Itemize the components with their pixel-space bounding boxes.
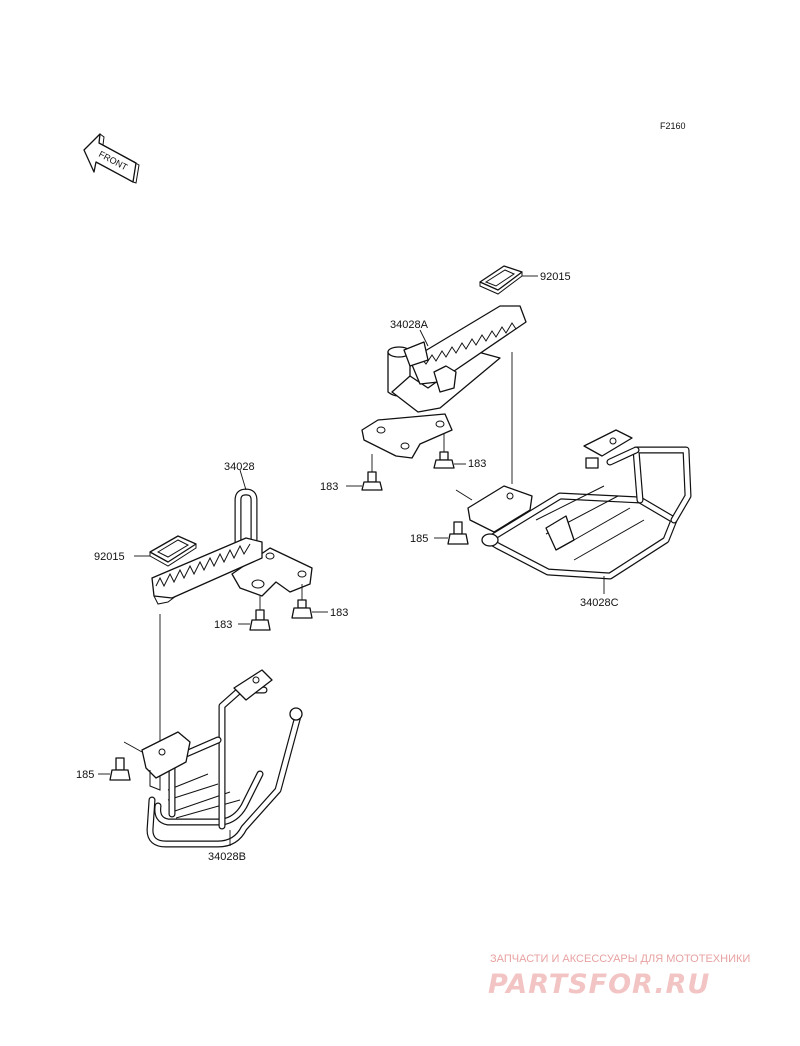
label-34028b: 34028B	[208, 851, 246, 863]
pad-92015-right	[479, 265, 523, 295]
pad-92015-left	[149, 535, 197, 567]
figure-code: F2160	[660, 121, 686, 131]
label-92015-right: 92015	[540, 271, 571, 283]
bolt-183-a	[361, 471, 383, 491]
label-183-c: 183	[214, 619, 232, 631]
label-34028: 34028	[224, 461, 255, 473]
bolt-185-left	[109, 757, 131, 781]
watermark-subtitle: ЗАПЧАСТИ И АКСЕССУАРЫ ДЛЯ МОТОТЕХНИКИ	[490, 953, 750, 965]
guard-34028c	[467, 429, 692, 580]
bolt-183-c	[249, 609, 271, 631]
label-183-b: 183	[468, 458, 486, 470]
step-34028	[151, 488, 313, 605]
label-185-left: 185	[76, 769, 94, 781]
bolt-185-right	[447, 521, 469, 545]
bolt-183-b	[433, 451, 455, 469]
front-arrow-icon: FRONT	[83, 133, 140, 184]
label-183-a: 183	[320, 481, 338, 493]
bolt-183-d	[291, 599, 313, 619]
guard-34028b	[141, 669, 303, 848]
watermark-brand: PARTSFOR.RU	[488, 969, 710, 1000]
label-92015-left: 92015	[94, 551, 125, 563]
label-183-d: 183	[330, 607, 348, 619]
label-185-right: 185	[410, 533, 428, 545]
label-34028a: 34028A	[390, 319, 429, 331]
step-34028a	[361, 305, 527, 459]
label-34028c: 34028C	[580, 597, 619, 609]
